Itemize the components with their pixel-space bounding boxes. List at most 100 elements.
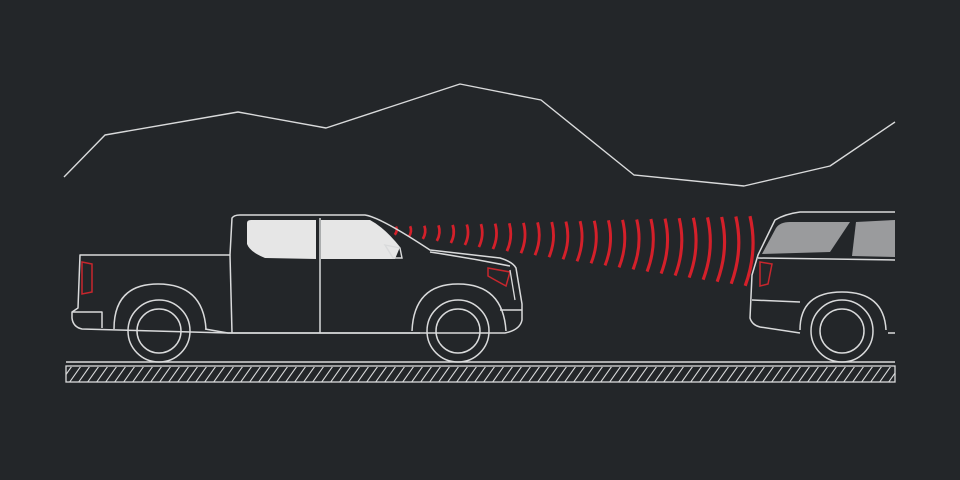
sensor-wave-arc [547,221,555,258]
road-hatch-line [519,367,531,382]
truck-tail-light [81,261,93,295]
hood-line [429,251,511,267]
sensor-wave-arc [491,223,498,250]
road-hatch-line [789,367,801,382]
road-hatch-line [348,367,360,382]
lead-vehicle-wheel [810,299,874,363]
road [65,361,909,383]
road-hatch-line [438,367,450,382]
road-hatch-line [141,367,153,382]
sensor-wave-arc [645,218,655,273]
road-hatch-line [339,367,351,382]
road-hatch-line [573,367,585,382]
road-hatch-line [807,367,819,382]
truck-sill [204,328,420,334]
lead-vehicle-beltline [757,257,896,261]
road-hatch-line [411,367,423,382]
road-hatch-line [834,367,846,382]
road-hatch-line [843,367,855,382]
road-hatch-line [321,367,333,382]
road-hatch-line [96,367,108,382]
side-mirror [383,243,403,259]
sensor-wave-arc [407,225,413,238]
sensor-wave-arc [435,224,441,242]
sensor-wave-arc [393,226,399,236]
lead-vehicle [749,211,896,334]
sensor-wave-arc [463,224,470,246]
road-hatch-line [150,367,162,382]
road-hatch-line [816,367,828,382]
road-hatch-line [600,367,612,382]
sensor-wave-arc [631,219,641,271]
road-hatch-line [330,367,342,382]
road-hatch-line [87,367,99,382]
road-hatch-line [249,367,261,382]
road-hatch-line [798,367,810,382]
road-hatch-line [447,367,459,382]
road-hatch-line [285,367,297,382]
sensor-wave-arc [477,223,484,248]
sensor-wave-arc [603,219,613,266]
road-hatch-line [105,367,117,382]
road-hatch-line [753,367,765,382]
road-hatch-line [636,367,648,382]
road-hatch-line [825,367,837,382]
road-hatch-line [303,367,315,382]
sensor-wave-arc [659,218,670,275]
sensor-wave-arc [533,222,541,256]
road-hatch-line [240,367,252,382]
lead-vehicle-wheel-arch [799,291,887,331]
sensor-wave-arc [519,222,527,254]
road-hatch-line [474,367,486,382]
lead-vehicle-rear-window [762,222,850,254]
road-hatch-line [222,367,234,382]
road-hatch-line [258,367,270,382]
road-hatch-line [78,367,90,382]
road-hatch-line [294,367,306,382]
mountain-ridge [63,83,896,187]
truck-head-light [487,267,511,288]
road-hatch-line [645,367,657,382]
pickup-truck [71,214,523,334]
road-hatch-line [204,367,216,382]
sensor-wave-arc [505,222,513,252]
truck-rear-window [247,220,316,259]
truck-grille [509,269,516,301]
road-hatch-line [312,367,324,382]
road-hatch-line [762,367,774,382]
road-hatch-line [510,367,522,382]
sensor-wave-arc [449,224,456,244]
road-hatch-line [897,366,909,383]
road-hatch-line [384,367,396,382]
sensor-waves [393,215,755,287]
road-hatch-line [591,367,603,382]
road-hatch-line [132,367,144,382]
road-hatch-line [402,367,414,382]
road-hatch-line [690,367,702,382]
truck-front-wheel [426,299,490,363]
road-hatch-line [888,372,895,382]
sensor-wave-arc [729,216,741,285]
road-hatch-line [357,367,369,382]
road-hatch-line [672,367,684,382]
road-hatch-line [663,367,675,382]
road-hatch-line [123,367,135,382]
road-hatch-line [870,367,882,382]
truck-front-window [321,220,400,259]
sensor-wave-arc [701,217,712,281]
road-hatch-line [618,367,630,382]
road-hatch-line [771,367,783,382]
sensor-wave-arc [561,221,570,260]
road-hatch-line [114,367,126,382]
road-hatch-line [735,367,747,382]
lead-vehicle-tail-light [759,261,773,287]
lead-vehicle-bumper [751,299,801,303]
road-hatch-line [159,367,171,382]
road-hatch-line [177,367,189,382]
sensor-wave-arc [617,219,627,268]
cab-bed-seam [229,254,233,334]
road-hatch-line [699,367,711,382]
road-hatch-line [393,367,405,382]
road-hatch-line [654,367,666,382]
